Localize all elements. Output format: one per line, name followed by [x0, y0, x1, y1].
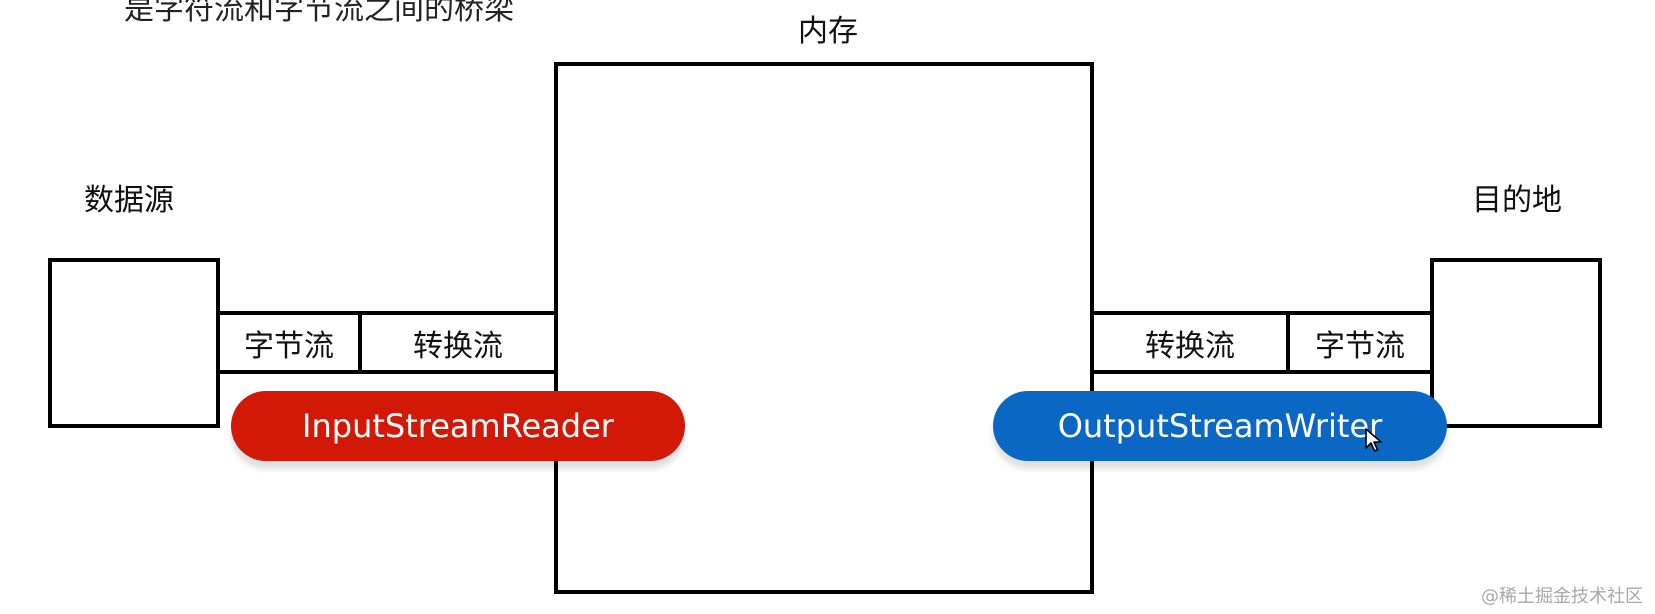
left-conversion-stream-cell: 转换流 — [362, 315, 554, 370]
left-stream-pipe: 字节流 转换流 — [216, 311, 558, 374]
left-conversion-stream-label: 转换流 — [413, 328, 503, 364]
memory-box — [554, 62, 1094, 594]
destination-box — [1430, 258, 1602, 428]
right-byte-stream-label: 字节流 — [1315, 328, 1405, 364]
left-byte-stream-cell: 字节流 — [220, 315, 362, 370]
output-stream-writer-pill: OutputStreamWriter — [993, 391, 1447, 461]
right-byte-stream-cell: 字节流 — [1290, 315, 1430, 370]
output-stream-writer-label: OutputStreamWriter — [1057, 407, 1383, 445]
partial-title: 是字符流和字节流之间的桥梁 — [124, 0, 514, 27]
left-byte-stream-label: 字节流 — [244, 328, 334, 364]
memory-label: 内存 — [798, 14, 858, 49]
watermark: @稀土掘金技术社区 — [1481, 586, 1643, 607]
data-source-box — [48, 258, 220, 428]
destination-label: 目的地 — [1472, 183, 1562, 218]
input-stream-reader-label: InputStreamReader — [302, 407, 614, 445]
right-stream-pipe: 转换流 字节流 — [1090, 311, 1434, 374]
right-conversion-stream-cell: 转换流 — [1094, 315, 1290, 370]
right-conversion-stream-label: 转换流 — [1145, 328, 1235, 364]
mouse-cursor-icon — [1365, 428, 1382, 452]
input-stream-reader-pill: InputStreamReader — [231, 391, 685, 461]
data-source-label: 数据源 — [84, 183, 174, 218]
